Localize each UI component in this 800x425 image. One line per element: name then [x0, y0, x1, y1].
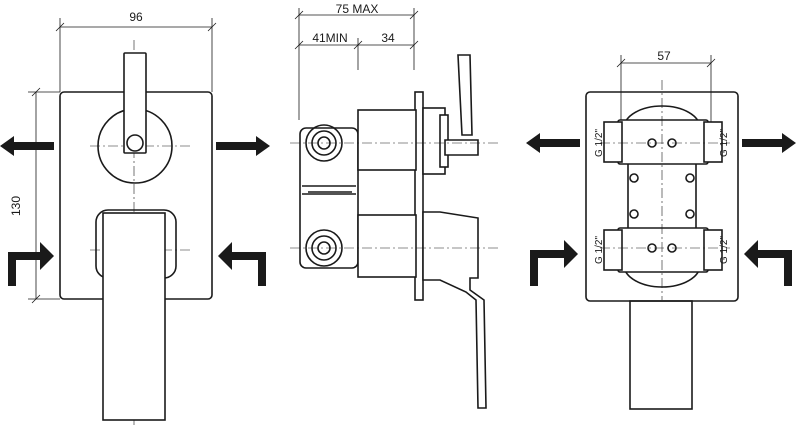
- rear-lower-housing: [629, 300, 693, 410]
- selector-lever: [123, 52, 147, 154]
- inlet-arrow-left: [8, 242, 54, 286]
- side-overall-label: 75 MAX: [336, 2, 379, 16]
- thread-label-top-right: G 1/2": [719, 129, 730, 157]
- front-view: 96 130: [0, 10, 270, 425]
- side-min-label: 41MIN: [312, 31, 347, 45]
- outlet-arrow-left: [0, 136, 54, 156]
- side-view: 75 MAX 41MIN 34: [290, 2, 500, 409]
- side-depth-label: 34: [381, 31, 395, 45]
- side-mixer-lever: [422, 211, 487, 409]
- rear-inlet-arrow-right: [744, 240, 792, 286]
- mixer-lever: [102, 212, 166, 421]
- rear-width-label: 57: [657, 49, 671, 63]
- rear-outlet-arrow-left: [526, 133, 580, 153]
- front-width-label: 96: [129, 10, 143, 24]
- lower-cartridge: [357, 214, 417, 278]
- side-plate: [414, 91, 424, 301]
- rear-view: 57 G 1/2" G 1/2" G 1/2" G 1/2": [526, 49, 796, 410]
- upper-port: [305, 124, 343, 162]
- thread-label-top-left: G 1/2": [594, 129, 605, 157]
- outlet-arrow-right: [216, 136, 270, 156]
- thread-label-bottom-left: G 1/2": [594, 236, 605, 264]
- lower-port: [305, 229, 343, 267]
- front-height-label: 130: [9, 196, 23, 216]
- upper-cartridge: [357, 109, 417, 171]
- rear-upper-fitting: [617, 119, 709, 165]
- thread-label-bottom-right: G 1/2": [719, 236, 730, 264]
- rear-inlet-arrow-left: [530, 240, 578, 286]
- inlet-arrow-right: [218, 242, 266, 286]
- rear-outlet-arrow-right: [742, 133, 796, 153]
- side-selector-lever: [457, 54, 473, 136]
- rear-lower-fitting: [617, 227, 709, 273]
